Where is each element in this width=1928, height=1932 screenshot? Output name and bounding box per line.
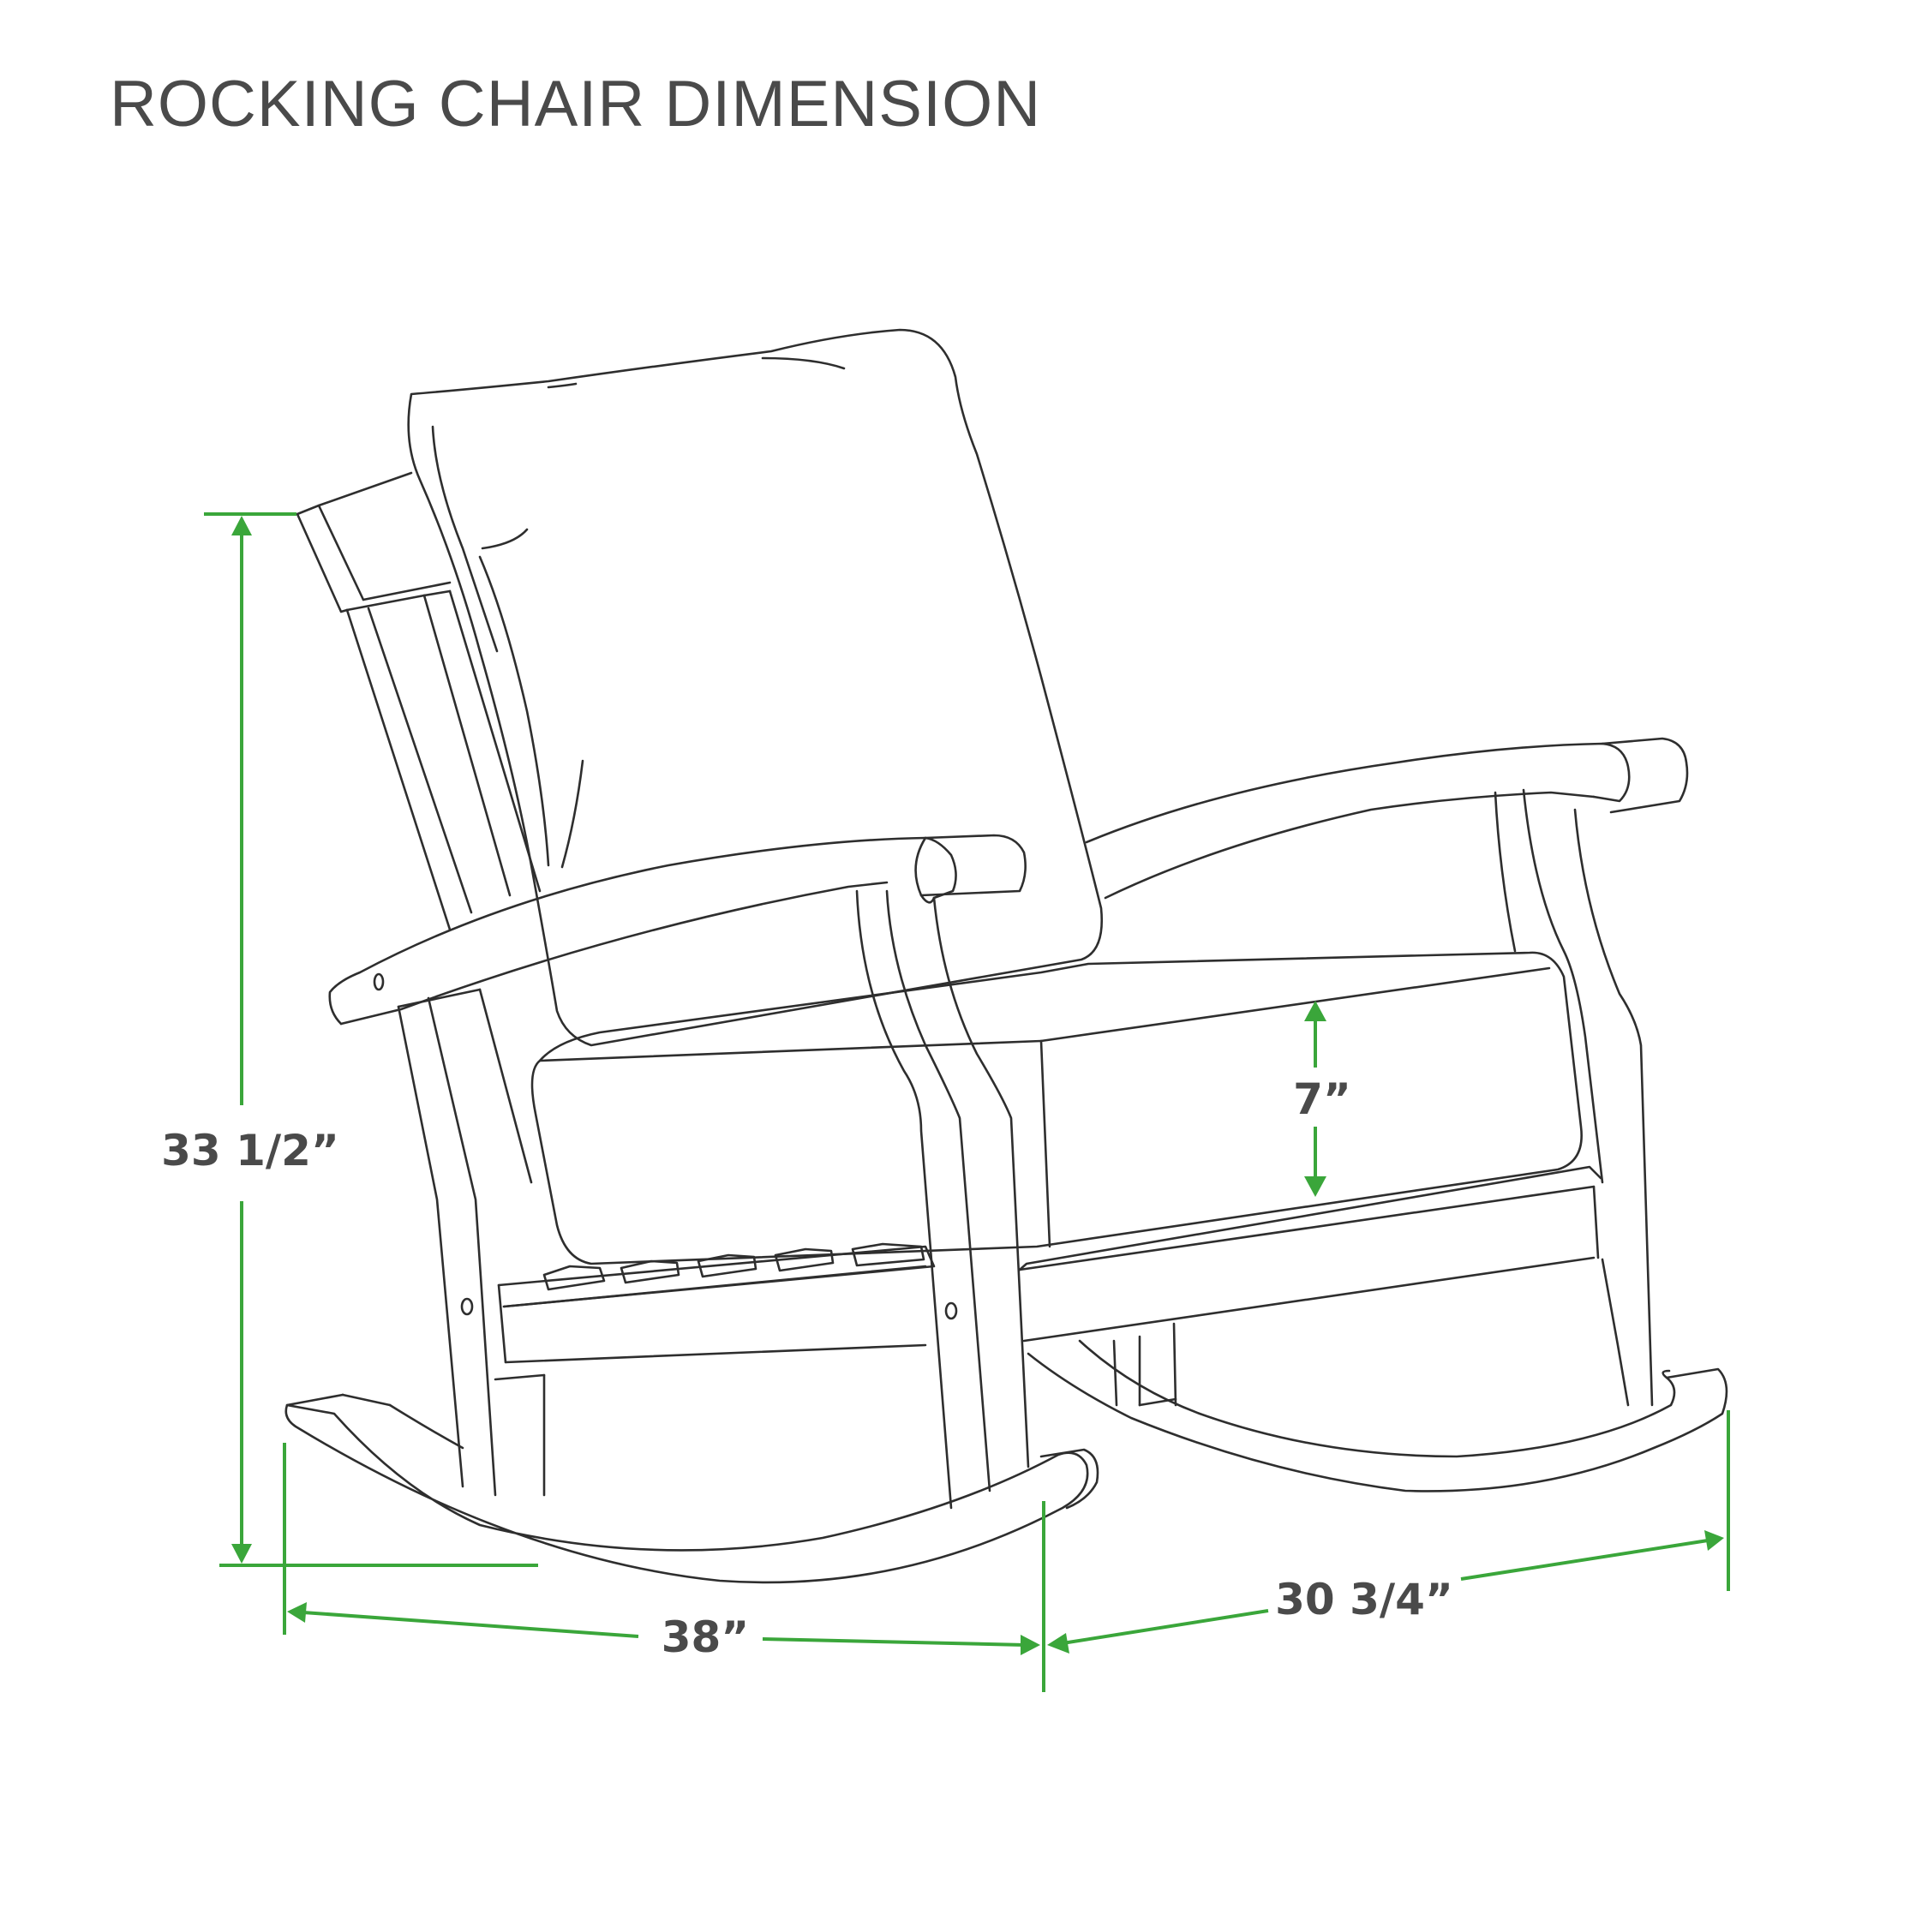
- front-left-leg: [397, 988, 546, 1497]
- height-label: 33 1/2”: [161, 1126, 339, 1175]
- width-label: 38”: [662, 1612, 749, 1662]
- back-frame: [296, 471, 542, 931]
- chair-outline: [284, 328, 1728, 1584]
- height-dimension: 33 1/2”: [161, 512, 538, 1567]
- left-armrest: [328, 834, 1027, 1026]
- right-armrest: [1085, 737, 1689, 900]
- dimension-lines: 33 1/2” 7” 38”: [161, 512, 1730, 1692]
- front-right-leg: [855, 889, 1030, 1510]
- left-rocker: [284, 1393, 1099, 1584]
- depth-dimension: 30 3/4”: [1047, 1410, 1730, 1654]
- back-right-leg: [1112, 788, 1654, 1407]
- width-dimension: 38”: [283, 1443, 1045, 1692]
- cushion-thickness-dimension: 7”: [1293, 1001, 1351, 1197]
- depth-label: 30 3/4”: [1275, 1575, 1453, 1624]
- cushion-thickness-label: 7”: [1293, 1074, 1351, 1124]
- right-rocker: [1027, 1339, 1728, 1492]
- back-cushion: [407, 328, 1104, 1047]
- seat-frame: [497, 1165, 1602, 1364]
- page-title: ROCKING CHAIR DIMENSION: [110, 68, 1042, 141]
- seat-cushion: [530, 951, 1583, 1265]
